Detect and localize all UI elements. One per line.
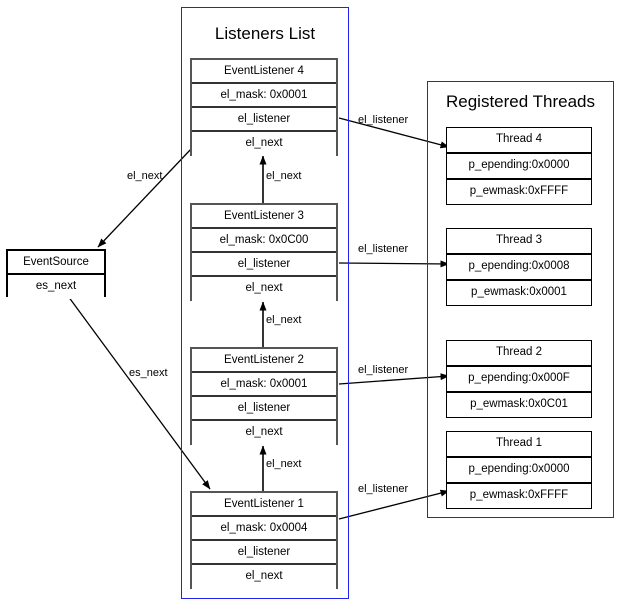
eventlistener-3-el-mask: el_mask: 0x0C00: [192, 229, 336, 253]
edge-label-el2-to-el3: el_next: [266, 314, 302, 326]
thread-4-p-epending: p_epending:0x0000: [446, 153, 592, 179]
eventlistener-1-el-mask: el_mask: 0x0004: [192, 517, 336, 541]
eventlistener-4-el-listener: el_listener: [192, 108, 336, 132]
thread-2-p-epending: p_epending:0x000F: [446, 366, 592, 392]
edge-el4-to-eventsource: [97, 147, 193, 248]
eventlistener-2-name: EventListener 2: [192, 349, 336, 373]
eventlistener-3-el-next: el_next: [192, 277, 336, 301]
node-eventsource[interactable]: EventSource es_next: [6, 249, 106, 299]
thread-4-p-ewmask: p_ewmask:0xFFFF: [446, 179, 592, 205]
eventlistener-2-el-mask: el_mask: 0x0001: [192, 373, 336, 397]
thread-1-p-epending: p_epending:0x0000: [446, 457, 592, 483]
thread-3-name: Thread 3: [446, 228, 592, 254]
listeners-list-panel: Listeners List: [181, 7, 349, 599]
thread-2-p-ewmask: p_ewmask:0x0C01: [446, 392, 592, 418]
thread-4-name: Thread 4: [446, 127, 592, 153]
eventlistener-3-el-listener: el_listener: [192, 253, 336, 277]
thread-1-name: Thread 1: [446, 431, 592, 457]
eventlistener-1-el-next: el_next: [192, 565, 336, 589]
edge-label-el2-to-thread2: el_listener: [358, 364, 409, 376]
eventlistener-2-el-next: el_next: [192, 421, 336, 445]
eventlistener-1-name: EventListener 1: [192, 493, 336, 517]
node-eventlistener-2[interactable]: EventListener 2 el_mask: 0x0001 el_liste…: [190, 347, 338, 445]
eventsource-name: EventSource: [8, 251, 104, 275]
edge-label-el3-to-el4: el_next: [266, 170, 302, 182]
node-eventlistener-1[interactable]: EventListener 1 el_mask: 0x0004 el_liste…: [190, 491, 338, 589]
edge-label-el1-to-el2: el_next: [266, 458, 302, 470]
node-eventlistener-4[interactable]: EventListener 4 el_mask: 0x0001 el_liste…: [190, 58, 338, 156]
eventlistener-4-el-next: el_next: [192, 132, 336, 156]
thread-1-p-ewmask: p_ewmask:0xFFFF: [446, 483, 592, 509]
edge-label-el4-to-thread4: el_listener: [358, 114, 409, 126]
node-thread-2[interactable]: Thread 2 p_epending:0x000F p_ewmask:0x0C…: [446, 340, 592, 418]
edge-label-el4-to-eventsource: el_next: [127, 170, 163, 182]
listeners-list-title: Listeners List: [214, 24, 316, 43]
eventlistener-1-el-listener: el_listener: [192, 541, 336, 565]
edge-label-el1-to-thread1: el_listener: [358, 483, 409, 495]
edge-label-eventsource-to-el1: es_next: [129, 367, 168, 379]
thread-2-name: Thread 2: [446, 340, 592, 366]
thread-3-p-epending: p_epending:0x0008: [446, 254, 592, 280]
eventlistener-3-name: EventListener 3: [192, 205, 336, 229]
eventlistener-4-el-mask: el_mask: 0x0001: [192, 84, 336, 108]
node-thread-1[interactable]: Thread 1 p_epending:0x0000 p_ewmask:0xFF…: [446, 431, 592, 509]
registered-threads-panel: Registered Threads: [427, 81, 614, 518]
node-eventlistener-3[interactable]: EventListener 3 el_mask: 0x0C00 el_liste…: [190, 203, 338, 301]
node-thread-4[interactable]: Thread 4 p_epending:0x0000 p_ewmask:0xFF…: [446, 127, 592, 205]
edge-label-el3-to-thread3: el_listener: [358, 243, 409, 255]
eventlistener-2-el-listener: el_listener: [192, 397, 336, 421]
thread-3-p-ewmask: p_ewmask:0x0001: [446, 280, 592, 306]
eventlistener-4-name: EventListener 4: [192, 60, 336, 84]
node-thread-3[interactable]: Thread 3 p_epending:0x0008 p_ewmask:0x00…: [446, 228, 592, 306]
eventsource-es-next: es_next: [8, 275, 104, 299]
registered-threads-title: Registered Threads: [446, 92, 595, 111]
